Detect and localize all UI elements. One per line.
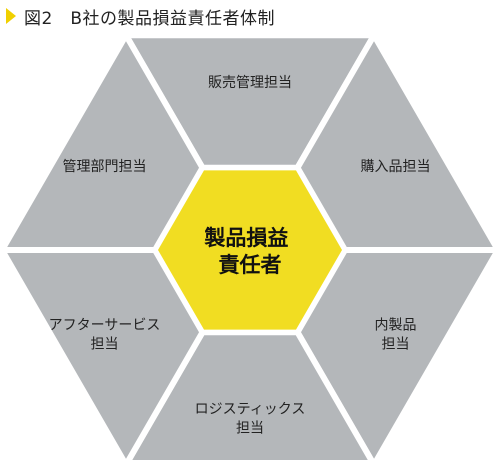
center-label: 製品損益 責任者 [203,226,295,277]
hexagon-segments [0,29,500,460]
center-label-line-1: 製品損益 [203,226,288,250]
segment-label-line: 管理部門担当 [63,159,147,175]
center-hexagon [158,170,342,330]
segment-label-lower-left: アフターサービス担当 [49,318,161,353]
segment-label-line: 担当 [236,421,264,437]
figure-title: 図2 B社の製品損益責任者体制 [24,8,275,29]
center-label-line-2: 責任者 [219,253,282,277]
segment-label-line: 内製品 [374,318,416,334]
triangle-marker-icon [6,8,16,24]
segment-label-bottom: ロジスティックス担当 [195,402,306,437]
segment-label-upper-left: 管理部門担当 [63,159,147,175]
segment-label-line: 購入品担当 [360,159,430,175]
segment-label-upper-right: 購入品担当 [360,159,430,175]
segment-label-top: 販売管理担当 [208,75,292,91]
segment-upper-left [0,29,206,253]
segment-label-line: アフターサービス [49,318,161,334]
segment-label-line: 担当 [381,337,409,353]
segment-label-lower-right: 内製品担当 [374,318,416,353]
segment-label-line: 販売管理担当 [208,75,292,91]
figure-title-row: 図2 B社の製品損益責任者体制 [6,4,275,29]
segment-labels: 販売管理担当購入品担当内製品担当ロジスティックス担当アフターサービス担当管理部門… [49,75,431,437]
segment-label-line: ロジスティックス [195,402,306,418]
segment-label-line: 担当 [91,337,119,353]
